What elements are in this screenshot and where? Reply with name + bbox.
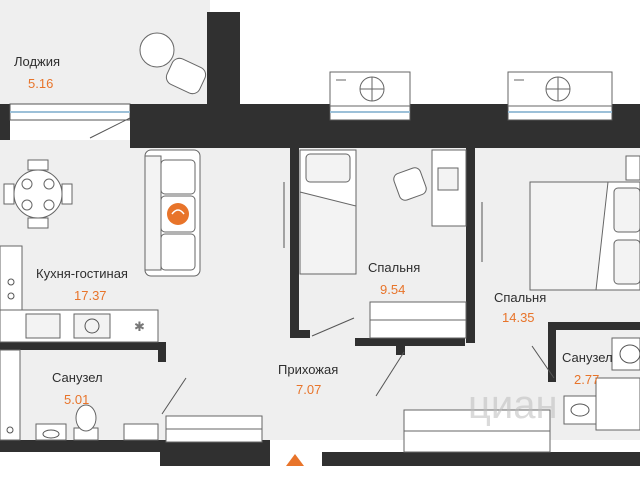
room-area-loggia: 5.16 [28, 76, 53, 91]
ac-unit-icon [507, 71, 613, 107]
room-name-bedroom2: Спальня [494, 290, 546, 305]
wall [548, 322, 556, 382]
wall [290, 148, 299, 330]
door-line [89, 117, 131, 139]
window [9, 103, 131, 121]
sink-icon [563, 395, 597, 425]
room-name-bedroom1: Спальня [368, 260, 420, 275]
room-name-bathroom2: Санузел [562, 350, 613, 365]
room-area-bedroom1: 9.54 [380, 282, 405, 297]
bed-icon [529, 181, 640, 291]
desk-icon [393, 149, 467, 227]
wardrobe-icon [369, 301, 467, 339]
round-table-icon [139, 32, 207, 95]
room-area-bathroom2: 2.77 [574, 372, 599, 387]
room-name-kitchen: Кухня-гостиная [36, 266, 128, 281]
sink-icon [35, 423, 67, 441]
wall [290, 330, 310, 338]
window [329, 103, 613, 121]
entrance-arrow-icon [286, 454, 304, 466]
room-area-kitchen: 17.37 [74, 288, 107, 303]
room-name-loggia: Лоджия [14, 54, 60, 69]
ac-unit-icon [329, 71, 411, 107]
cabinet [123, 423, 159, 441]
bathtub-icon [611, 337, 640, 371]
wardrobe-icon [403, 409, 551, 453]
wall [396, 343, 405, 355]
door-line [531, 345, 555, 379]
bathtub-icon [0, 349, 21, 441]
wall [322, 452, 640, 466]
watermark: циан [468, 383, 558, 427]
room-area-bedroom2: 14.35 [502, 310, 535, 325]
door-line [375, 351, 405, 397]
wall [548, 322, 640, 330]
wall [0, 104, 10, 140]
room-area-bathroom1: 5.01 [64, 392, 89, 407]
svg-text:✱: ✱ [134, 320, 145, 335]
sofa-icon [144, 149, 201, 277]
dining-table-icon [3, 159, 73, 229]
wall [158, 342, 166, 362]
door-line [161, 377, 187, 415]
room-name-bathroom1: Санузел [52, 370, 103, 385]
kitchen-counter: ✱ [0, 245, 159, 343]
toilet-icon [73, 404, 99, 441]
wall [355, 338, 465, 346]
bed-icon [299, 149, 357, 275]
wall [466, 148, 475, 343]
wall [160, 440, 270, 466]
room-name-hallway: Прихожая [278, 362, 338, 377]
shower-tray [595, 377, 640, 431]
wardrobe-icon [165, 415, 263, 443]
wall [207, 12, 240, 122]
nightstand [625, 155, 640, 181]
door-line [311, 317, 355, 337]
cat-icon [167, 203, 189, 225]
wall [0, 342, 165, 350]
room-area-hallway: 7.07 [296, 382, 321, 397]
